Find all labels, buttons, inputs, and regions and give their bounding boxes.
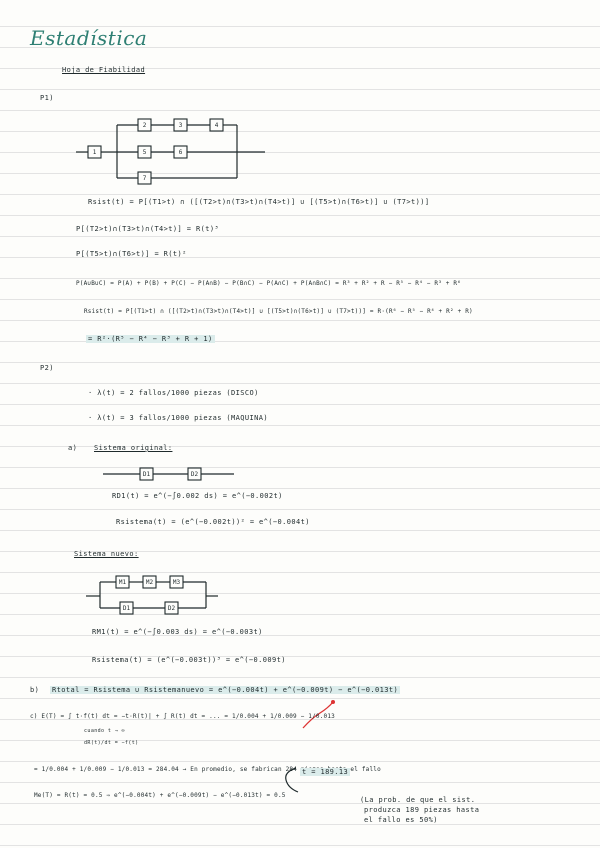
new-block-d1: D1 [123, 605, 131, 612]
part-c-note-2: dR(t)/dt = −f(t) [84, 740, 139, 746]
p1-result: = R²·(R⁵ − R⁴ − R³ + R + 1) [86, 335, 215, 343]
new-system-title: Sistema nuevo: [74, 550, 139, 558]
p2-bullet-maquina: · λ(t) = 3 fallos/1000 piezas (MAQUINA) [88, 414, 268, 422]
part-b-result: Rtotal = Rsistema ∪ Rsistemanuevo = e^(−… [50, 686, 401, 694]
new-block-m1: M1 [119, 579, 127, 586]
new-block-m2: M2 [146, 579, 154, 586]
median-note-1: (La prob. de que el sist. [360, 796, 476, 804]
block-7: 7 [143, 175, 147, 182]
p1-line-2: P[(T2>t)∩(T3>t)∩(T4>t)] = R(t)³ [76, 225, 220, 233]
new-block-m3: M3 [173, 579, 181, 586]
median-line: Me(T) = R(t) = 0.5 ⇒ e^(−0.004t) + e^(−0… [34, 792, 286, 799]
page-title: Estadística [30, 26, 148, 50]
part-b-line: Rtotal = Rsistema ∪ Rsistemanuevo = e^(−… [50, 686, 401, 694]
median-note-3: el fallo es 50%) [364, 816, 438, 824]
page-subtitle: Hoja de Fiabilidad [62, 66, 146, 74]
block-2: 2 [143, 122, 147, 129]
new-block-d2: D2 [168, 605, 176, 612]
original-system-title: Sistema original: [94, 444, 173, 452]
median-result: t = 189.13 [300, 768, 351, 776]
median-value: t = 189.13 [300, 768, 351, 776]
block-6: 6 [179, 149, 183, 156]
p1-line-5: Rsist(t) = P[(T1>t) ∩ ([(T2>t)∩(T3>t)∩(T… [84, 308, 473, 315]
part-c-line: c) E(T) = ∫ t·f(t) dt = −t·R(t)| + ∫ R(t… [30, 713, 335, 720]
orig-line-2: Rsistema(t) = (e^(−0.002t))² = e^(−0.004… [116, 518, 310, 526]
p1-line-6: = R²·(R⁵ − R⁴ − R³ + R + 1) [86, 335, 215, 343]
new-line-2: Rsistema(t) = (e^(−0.003t))³ = e^(−0.009… [92, 656, 286, 664]
new-line-1: RM1(t) = e^(−∫0.003 ds) = e^(−0.003t) [92, 628, 263, 636]
block-4: 4 [215, 122, 219, 129]
p2-bullet-disco: · λ(t) = 2 fallos/1000 piezas (DISCO) [88, 389, 259, 397]
expected-value-result: = 1/0.004 + 1/0.009 − 1/0.013 = 284.04 →… [34, 766, 381, 773]
part-a-label: a) [68, 444, 78, 452]
p1-line-4: P(A∪B∪C) = P(A) + P(B) + P(C) − P(A∩B) −… [76, 280, 462, 287]
problem-2-label: P2) [40, 364, 54, 372]
block-3: 3 [179, 122, 183, 129]
problem-1-label: P1) [40, 94, 54, 102]
block-5: 5 [143, 149, 147, 156]
p1-line-1: Rsist(t) = P[(T1>t) ∩ ([(T2>t)∩(T3>t)∩(T… [88, 198, 430, 206]
part-c-note-1: cuando t → ∞ [84, 728, 125, 734]
median-note-2: produzca 189 piezas hasta [364, 806, 480, 814]
part-b-label: b) [30, 686, 40, 694]
block-1: 1 [93, 149, 97, 156]
orig-block-d2: D2 [191, 471, 199, 478]
p1-line-3: P[(T5>t)∩(T6>t)] = R(t)² [76, 250, 187, 258]
orig-line-1: RD1(t) = e^(−∫0.002 ds) = e^(−0.002t) [112, 492, 283, 500]
orig-block-d1: D1 [143, 471, 151, 478]
